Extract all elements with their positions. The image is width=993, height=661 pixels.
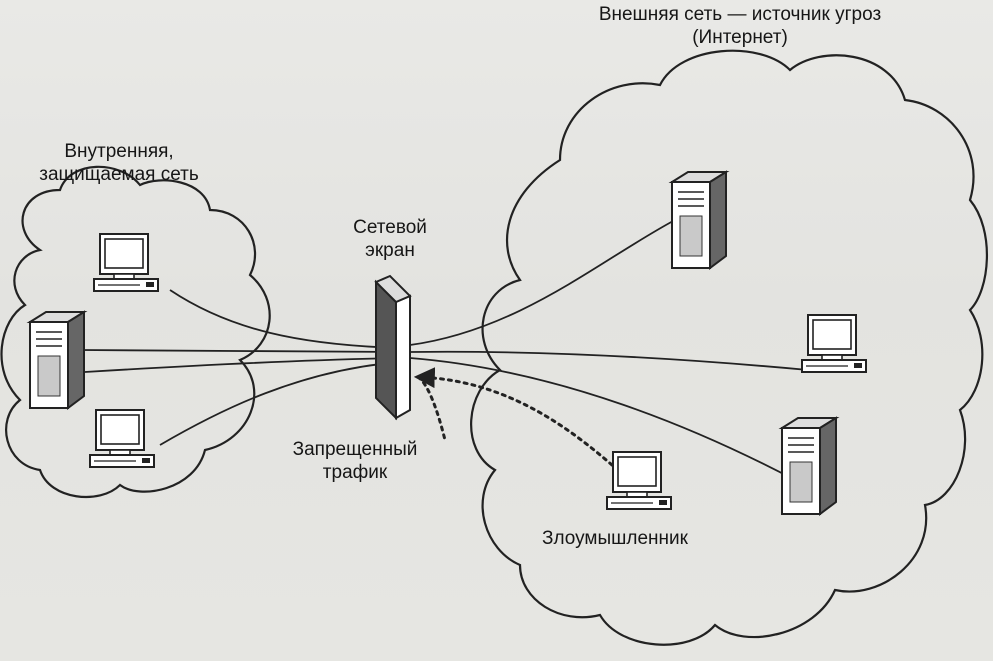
external-network-label: Внешняя сеть — источник угроз (Интернет) [560, 3, 920, 49]
server-icon [781, 417, 837, 515]
server-icon [29, 311, 85, 409]
forbidden-traffic-arrow [413, 367, 614, 467]
internal-network-label-line2: защищаемая сеть [39, 164, 199, 185]
workstation-icon [93, 233, 159, 292]
forbidden-traffic-arrow-tail [416, 375, 447, 442]
forbidden-traffic-label-line1: Запрещенный [292, 439, 418, 460]
internal-network-cloud [0, 165, 271, 499]
firewall-wall-icon [374, 274, 412, 421]
attacker-label-text: Злоумышленник [542, 528, 688, 549]
firewall-label-line1: Сетевой [353, 217, 427, 238]
external-network-label-line1: Внешняя сеть — источник угроз [598, 4, 882, 25]
internal-network-label: Внутренняя, защищаемая сеть [24, 140, 214, 186]
workstation-icon [89, 409, 155, 468]
workstation-icon [801, 314, 867, 373]
attacker-label: Злоумышленник [540, 527, 690, 550]
forbidden-traffic-label-line2: трафик [322, 462, 388, 483]
attacker-workstation-icon [606, 451, 672, 510]
firewall-label-line2: экран [365, 240, 415, 261]
internal-network-label-line1: Внутренняя, [64, 141, 174, 162]
connection-lines [79, 219, 809, 481]
external-network-label-line2: (Интернет) [692, 27, 788, 48]
external-network-cloud [470, 49, 988, 646]
server-icon [671, 171, 727, 269]
forbidden-traffic-label: Запрещенный трафик [265, 438, 445, 484]
firewall-label: Сетевой экран [330, 216, 450, 262]
